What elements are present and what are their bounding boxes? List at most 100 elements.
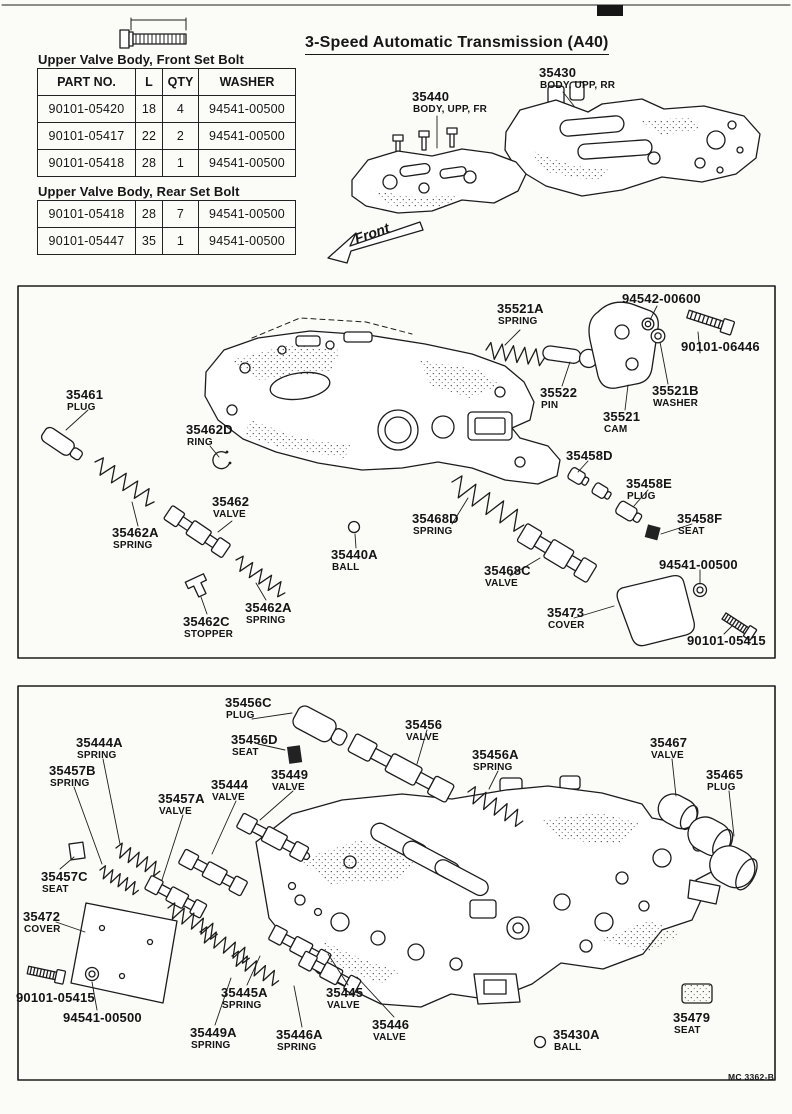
part-code: 35472 [23, 909, 61, 924]
part-desc: SPRING [277, 1041, 317, 1053]
table-cell: 18 [135, 95, 163, 123]
part-code: 90101-05415 [16, 990, 95, 1005]
table-cell: 94541-00500 [198, 200, 296, 228]
bolt-diagram-icon [119, 17, 187, 49]
part-code: 35521B [652, 383, 699, 398]
part-desc: BALL [554, 1041, 582, 1053]
table-cell: 90101-05417 [37, 122, 136, 150]
part-code: 35445A [221, 985, 268, 1000]
callout-94542-00600: 94542-00600 [622, 292, 701, 306]
part-desc: SEAT [42, 883, 69, 895]
table-cell: 90101-05418 [37, 200, 136, 228]
part-desc: VALVE [272, 781, 305, 793]
part-code: 90101-05415 [687, 633, 766, 648]
table-cell: 94541-00500 [198, 227, 296, 255]
part-code: 35462C [183, 614, 230, 629]
part-desc: BODY, UPP, FR [413, 103, 488, 115]
part-code: 90101-06446 [681, 339, 760, 354]
part-desc: VALVE [212, 791, 245, 803]
part-code: 35521A [497, 301, 544, 316]
table-cell: 28 [135, 200, 163, 228]
part-code: 35462D [186, 422, 233, 437]
part-code: 35522 [540, 385, 578, 400]
part-code: 35449A [190, 1025, 237, 1040]
callout-90101-05415: 90101-05415 [687, 634, 766, 648]
bolt-spec-tables: Upper Valve Body, Front Set Bolt PART NO… [37, 52, 296, 262]
part-code: 35456C [225, 695, 272, 710]
lower-exploded-drawing [25, 702, 758, 1049]
upper-diagram-border [17, 285, 776, 659]
part-desc: BODY, UPP, RR [540, 79, 616, 91]
part-desc: RING [187, 436, 213, 448]
table-cell: 4 [162, 95, 199, 123]
callout-94541-00500: 94541-00500 [659, 558, 738, 572]
lower-diagram-border [17, 685, 776, 1081]
part-code: 35461 [66, 387, 104, 402]
part-desc: COVER [548, 619, 585, 631]
part-code: 35458D [566, 448, 613, 463]
table-cell: 28 [135, 149, 163, 177]
part-desc: SPRING [77, 749, 117, 761]
part-desc: VALVE [159, 805, 192, 817]
table-cell: 7 [162, 200, 199, 228]
front-arrow-icon [327, 221, 424, 264]
callout-35458d: 35458D [566, 449, 613, 463]
rear-set-bolt-caption: Upper Valve Body, Rear Set Bolt [38, 184, 240, 199]
front-set-bolt-table: PART NO. L QTY WASHER 90101-05420 18 4 9… [37, 68, 296, 177]
part-desc: PLUG [627, 490, 656, 502]
table-cell: 22 [135, 122, 163, 150]
rear-set-bolt-table: 90101-05418 28 7 94541-00500 90101-05447… [37, 200, 296, 255]
part-code: 35473 [547, 605, 585, 620]
table-row: 90101-05418 28 7 94541-00500 [37, 200, 296, 228]
col-part-no: PART NO. [37, 68, 136, 96]
part-code: 35521 [603, 409, 641, 424]
part-code: 35440A [331, 547, 378, 562]
part-code: 35457A [158, 791, 205, 806]
part-code: 35457B [49, 763, 96, 778]
part-code: 35465 [706, 767, 744, 782]
table-cell: 90101-05418 [37, 149, 136, 177]
part-code: 94541-00500 [63, 1010, 142, 1025]
table-cell: 90101-05447 [37, 227, 136, 255]
table-row: 90101-05447 35 1 94541-00500 [37, 227, 296, 255]
part-desc: PLUG [707, 781, 736, 793]
part-code: 35462A [245, 600, 292, 615]
part-code: 35444A [76, 735, 123, 750]
part-desc: BALL [332, 561, 360, 573]
part-desc: PLUG [226, 709, 255, 721]
col-qty: QTY [162, 68, 199, 96]
part-code: 35456D [231, 732, 278, 747]
table-cell: 1 [162, 149, 199, 177]
part-desc: PLUG [67, 401, 96, 413]
table-cell: 94541-00500 [198, 122, 296, 150]
table-cell: 35 [135, 227, 163, 255]
part-code: 35458E [626, 476, 673, 491]
part-desc: COVER [24, 923, 61, 935]
part-desc: VALVE [406, 731, 439, 743]
part-desc: SEAT [674, 1024, 701, 1036]
